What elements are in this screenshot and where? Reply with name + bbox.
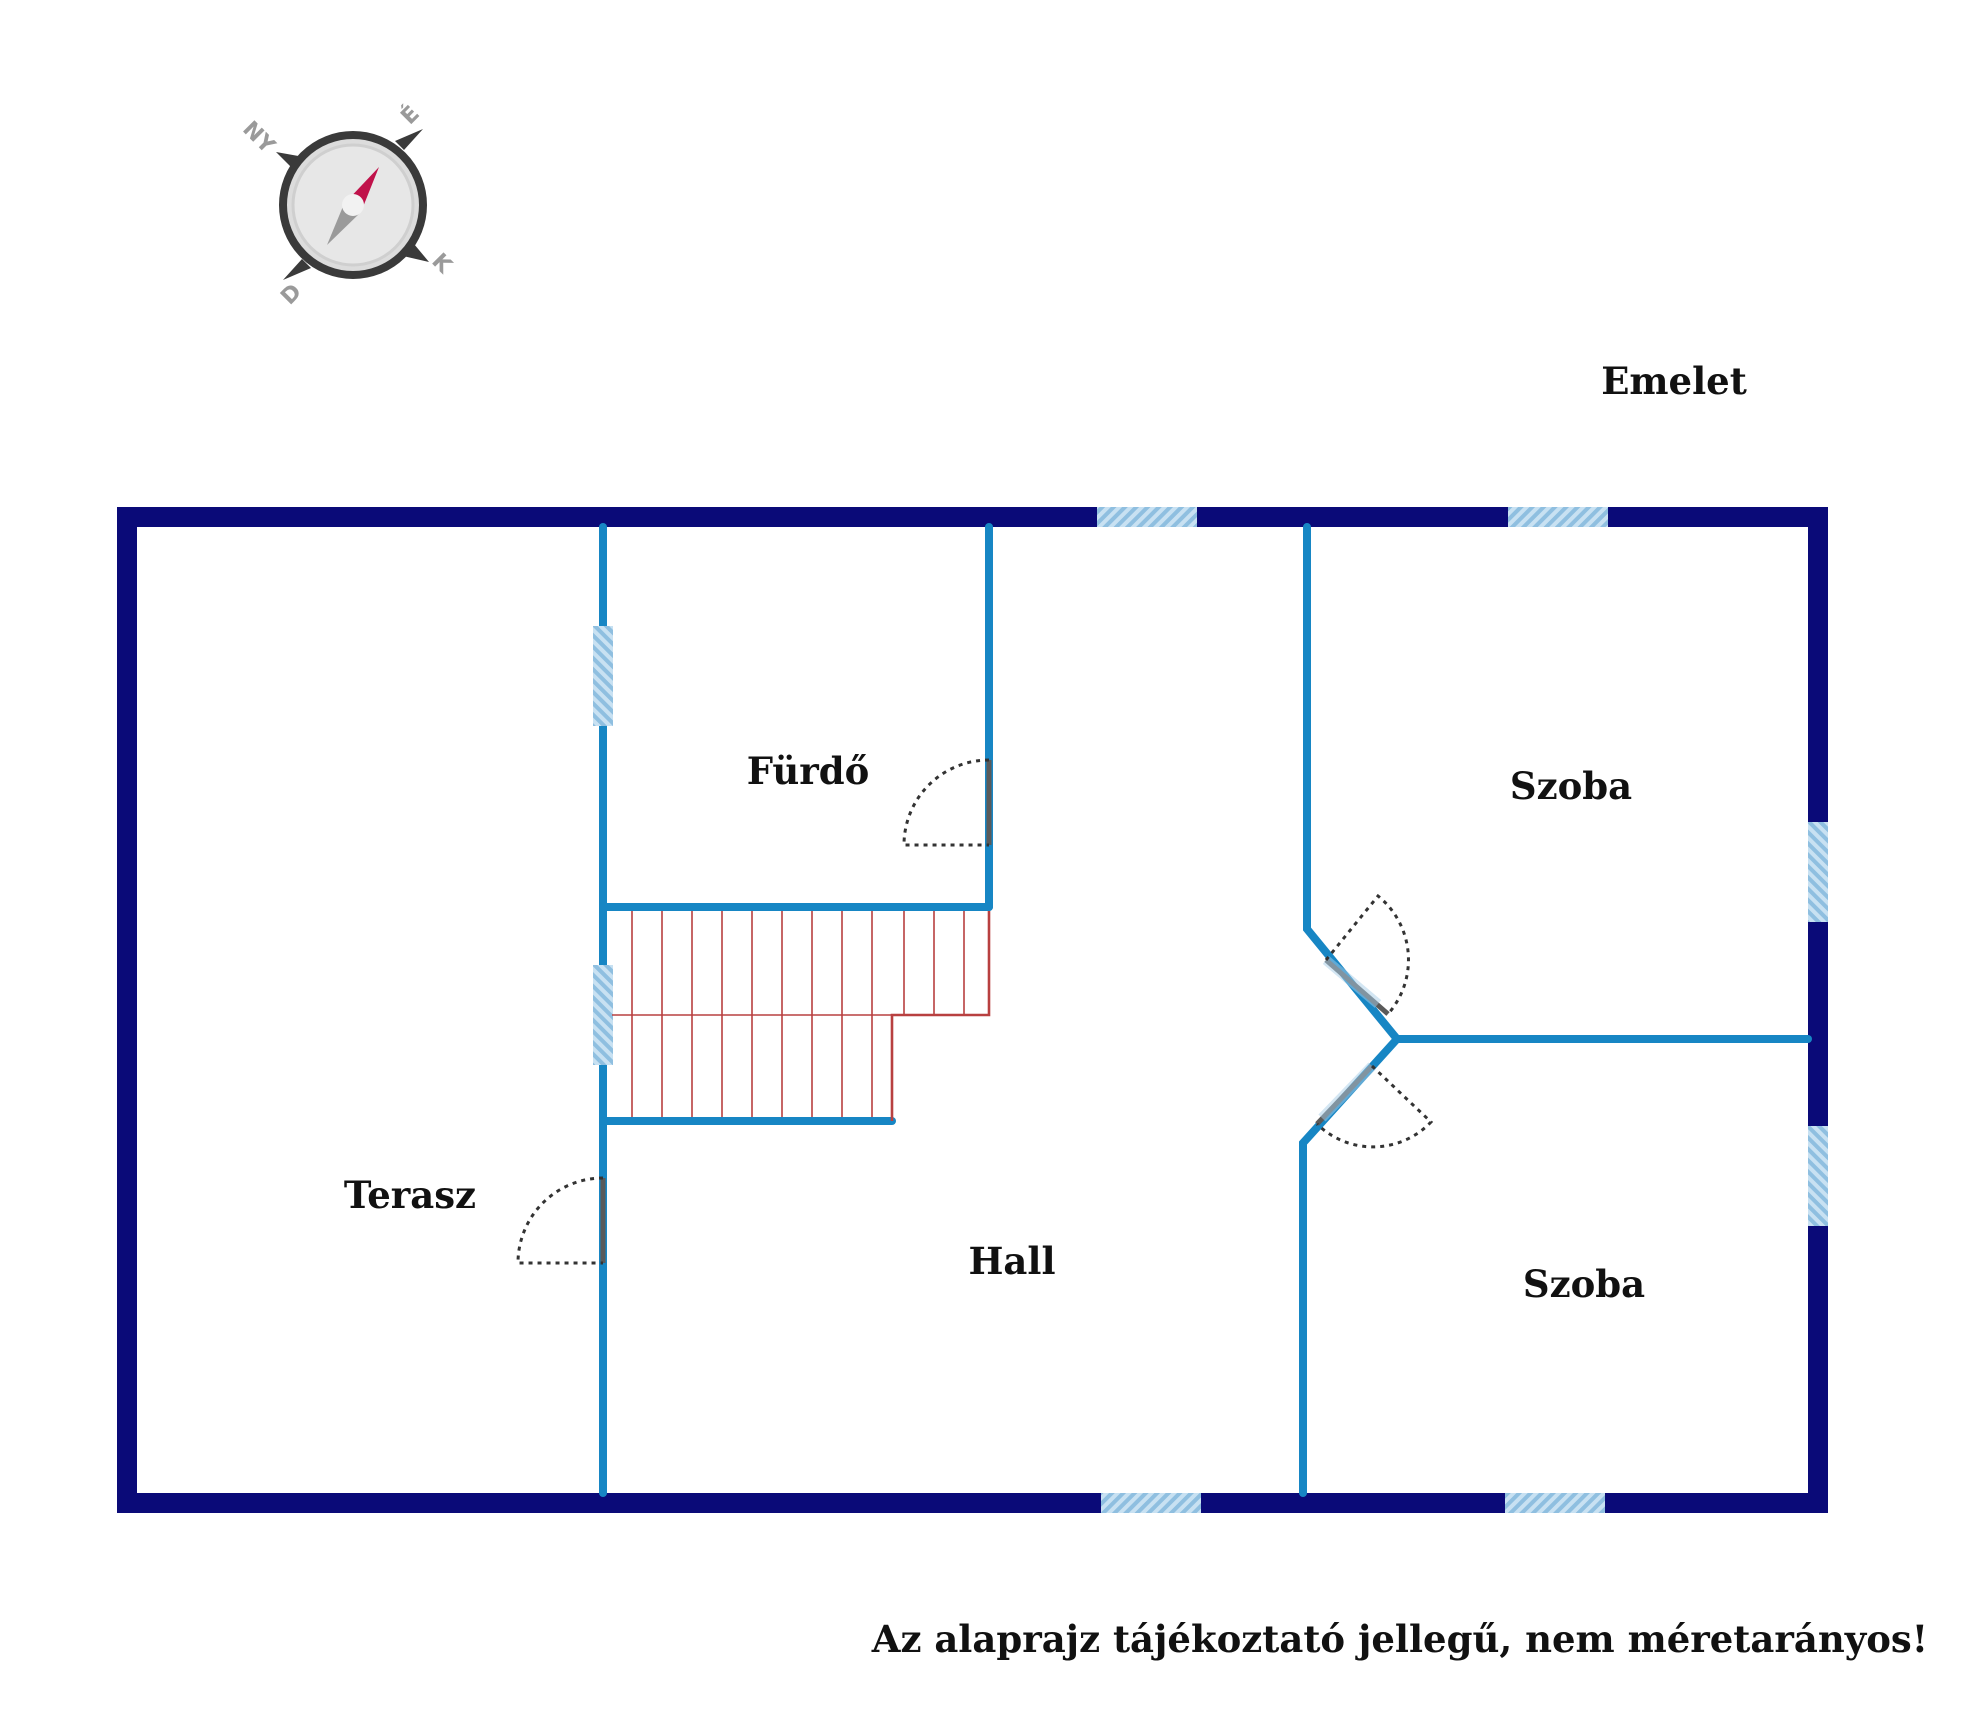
door-room-lower [1315, 1062, 1434, 1149]
door-bathroom [902, 758, 992, 847]
room-label-szoba-lower: Szoba [1523, 1262, 1645, 1306]
window-top-room [1508, 507, 1608, 527]
compass-hub [342, 194, 364, 216]
window-bottom-hall [1101, 1493, 1201, 1513]
window-top-hall [1097, 507, 1197, 527]
window-terrace-stairs [593, 965, 613, 1065]
window-bottom-room [1505, 1493, 1605, 1513]
compass-label-east: K [426, 249, 456, 279]
compass-arrow-west [276, 152, 304, 169]
room-label-szoba-upper: Szoba [1510, 764, 1632, 808]
room-label-furdo: Fürdő [747, 749, 870, 793]
staircase [612, 911, 991, 1121]
compass-label-west: NY [237, 117, 280, 160]
door-terrace [516, 1176, 606, 1265]
compass-arrow-east [403, 244, 429, 262]
floor-label: Emelet [1601, 359, 1747, 403]
window-right-lower [1808, 1126, 1828, 1226]
compass-arrow-north [395, 129, 423, 150]
door-room-upper [1322, 893, 1410, 1016]
outer-wall [117, 507, 1828, 1513]
interior-walls [599, 523, 1812, 1497]
window-terrace-bath [593, 626, 613, 726]
compass-label-south: D [276, 279, 307, 310]
window-right-upper [1808, 822, 1828, 922]
disclaimer-text: Az alaprajz tájékoztató jellegű, nem mér… [871, 1617, 1928, 1661]
room-label-terasz: Terasz [344, 1173, 476, 1217]
compass-arrow-south [283, 259, 311, 280]
compass: É D K NY [237, 101, 457, 310]
room-label-hall: Hall [968, 1239, 1055, 1283]
compass-label-north: É [396, 101, 425, 130]
